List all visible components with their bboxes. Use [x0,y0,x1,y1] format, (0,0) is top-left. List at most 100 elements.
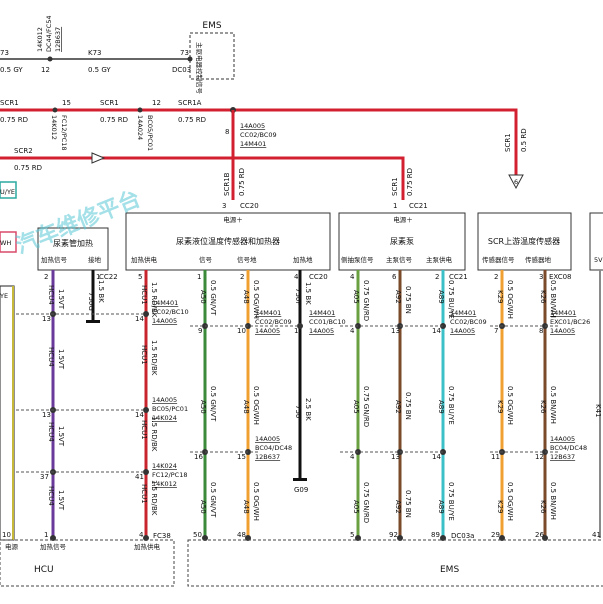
a05-3: A05 [352,500,360,514]
svg-text:14A005: 14A005 [255,435,280,443]
svg-text:9: 9 [198,327,202,335]
pin-numbers: 2 1 5 1 2 4 4 6 2 2 3 13 14 13 14 37 41 … [2,273,601,539]
code-a-1: 14K012 [50,115,58,140]
svg-text:BC05/PC01: BC05/PC01 [152,405,188,413]
gnvt-1: 0.5 GN/VT [209,280,217,316]
wire-a50: A50 0.5 GN/VT A50 0.5 GN/VT A50 0.5 GN/V… [199,270,217,541]
svg-text:26: 26 [535,531,544,539]
bk25: 2.5 BK [304,398,312,421]
bk15-g: 1.5 BK [97,280,105,303]
svg-text:14: 14 [432,453,441,461]
a50-2: A50 [199,400,207,414]
scr1c-label: SCR1 [391,177,399,196]
svg-text:14M401: 14M401 [255,309,281,317]
svg-text:89: 89 [431,531,440,539]
sub-sensor-ground: 传感器地 [525,255,552,264]
n750: 750 [294,405,302,418]
n750g: 750G [87,292,95,311]
svg-text:BC04/DC48: BC04/DC48 [255,444,292,452]
svg-text:10: 10 [237,327,246,335]
rdbk-2: 1.5 RD/BK [150,340,158,376]
pin-8: 8 [225,128,229,136]
box-5v-partial: 5V [589,212,603,271]
ems-top-box: EMS 主驱电器控制信号 [189,21,235,95]
scr1a-label: SCR1A [178,99,202,107]
urea-heat-title: 尿素管加热 [53,238,93,248]
a50-1: A50 [199,290,207,304]
svg-text:12B637: 12B637 [255,453,280,461]
gnvt-3: 0.5 GN/VT [209,482,217,518]
svg-text:CC02/BC09: CC02/BC09 [450,318,487,326]
hcu4-4: HCU4 [47,486,55,506]
sub-heat-sig: 加热信号 [41,255,68,264]
k29w-1: 0.5 OG/WH [506,280,514,319]
svg-text:12: 12 [535,453,544,461]
sub-main-power: 主泵供电 [426,255,453,264]
svg-text:14K012: 14K012 [152,480,177,488]
side-5v: 5V [594,256,603,264]
ogwh-3: 0.5 OG/WH [252,482,260,521]
svg-text:41: 41 [135,473,144,481]
svg-text:48: 48 [237,531,246,539]
svg-text:14A005: 14A005 [255,327,280,335]
svg-text:1: 1 [44,531,48,539]
ems-top-sub: 主驱电器控制信号 [195,42,204,95]
conn-cc20: CC20 [240,202,259,210]
svg-text:3: 3 [539,273,543,281]
svg-text:2: 2 [240,273,244,281]
hcu-module: 电源 加热信号 加热供电 HCU [0,539,175,587]
box-pump: 电源＋ 尿素泵 侧抽泵信号 主泵信号 主泵供电 [338,212,466,271]
svg-text:50: 50 [193,531,202,539]
sub-ground: 接地 [88,255,102,264]
join-code-2: CC02/BC09 [240,131,277,139]
scr1b-pin: 3 [222,202,226,210]
scr1-right-wire: 0.5 RD [520,128,528,152]
svg-text:7: 7 [494,327,498,335]
conn-dc03: DC03 [172,66,191,74]
k29-1: K29 [496,290,504,304]
svg-text:13: 13 [391,453,400,461]
svg-text:2: 2 [435,273,439,281]
scr2-wire: SCR2 0.75 RD SCR1 0.75 RD 1 CC21 [0,147,428,210]
wire-a92: A92 0.75 BN A92 0.75 BN A92 0.75 BN [394,270,412,541]
gnrd-2: 0.75 GN/RD [362,386,370,427]
scr1b-label: SCR1B [223,172,231,196]
svg-text:92: 92 [389,531,398,539]
hcu-heat-sig: 加热信号 [40,542,67,551]
svg-text:14A005: 14A005 [309,327,334,335]
vt-3: 1.5VT [57,426,65,447]
k29w-2: 0.5 OG/WH [506,386,514,425]
a92-3: A92 [394,500,402,514]
join-code-1: 14A005 [240,122,265,130]
k29w-3: 0.5 OG/WH [506,482,514,521]
scr1-left-wire: 0.75 RD [0,116,28,124]
svg-text:14A005: 14A005 [152,317,177,325]
k26-2: K26 [539,400,547,414]
wire-750g: 750G 1.5 BK CC22 [86,270,118,323]
join-code-3: 14M401 [240,140,266,148]
hcu-heat-power: 加热供电 [134,542,161,551]
vt-1: 1.5VT [57,289,65,310]
a89-1: A89 [437,290,445,304]
conn-cc21: CC21 [409,202,428,210]
k26w-1: 0.5 BN/WH [549,280,557,318]
svg-text:4: 4 [350,453,355,461]
rdbk-4: 1.5 RD/BK [150,480,158,516]
partial-1: U/YE [0,188,15,196]
svg-text:14: 14 [135,315,144,323]
svg-text:1: 1 [197,273,201,281]
pin-15: 15 [62,99,71,107]
hcu1-4: HCU1 [140,484,148,504]
node-right: 6 [514,178,518,186]
svg-text:4: 4 [139,531,144,539]
buye-3: 0.75 BU/YE [447,482,455,521]
a92-2: A92 [394,400,402,414]
wire-a05: A05 0.75 GN/RD A05 0.75 GN/RD A05 0.75 G… [352,270,370,541]
svg-text:41: 41 [592,531,601,539]
a89-3: A89 [437,500,445,514]
svg-text:13: 13 [391,327,400,335]
sub-heat-ground: 加热地 [293,255,313,264]
svg-text:11: 11 [491,453,500,461]
svg-text:10: 10 [2,531,11,539]
svg-text:14M401: 14M401 [152,299,178,307]
